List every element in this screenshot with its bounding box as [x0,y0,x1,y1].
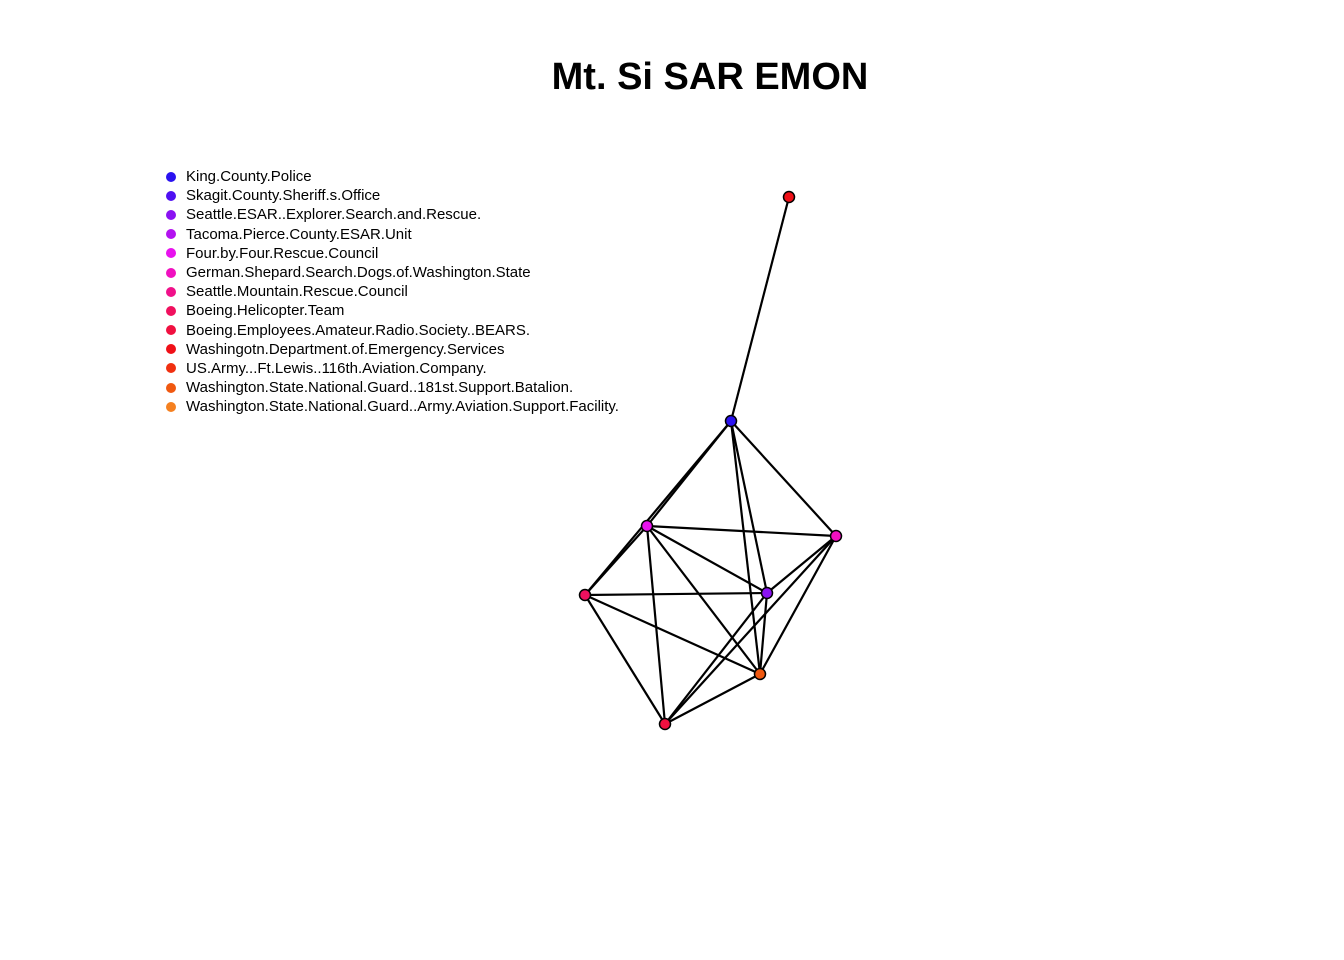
legend-label: Boeing.Helicopter.Team [186,302,345,320]
legend-item: Tacoma.Pierce.County.ESAR.Unit [166,225,619,244]
edge-D-H [664,535,837,725]
edge-D-G [759,535,837,675]
legend-marker [166,325,176,336]
legend-label: German.Shepard.Search.Dogs.of.Washington… [186,264,531,282]
edge-B-E [584,420,732,596]
edge-G-H [664,673,761,725]
node-H [658,717,672,731]
edge-C-D [646,524,837,538]
legend-item: Skagit.County.Sheriff.s.Office [166,186,619,205]
node-A [782,190,796,204]
edge-B-F [729,420,769,594]
legend-marker [166,229,176,240]
legend-marker [166,267,176,278]
legend-item: US.Army...Ft.Lewis..116th.Aviation.Compa… [166,359,619,378]
edge-C-F [646,525,768,594]
legend-item: Boeing.Employees.Amateur.Radio.Society..… [166,321,619,340]
edge-E-F [584,591,768,597]
legend-label: Washington.State.National.Guard..Army.Av… [186,398,619,416]
legend-label: Seattle.ESAR..Explorer.Search.and.Rescue… [186,206,482,224]
node-B [724,414,738,428]
edge-F-G [758,592,769,675]
legend-item: Seattle.ESAR..Explorer.Search.and.Rescue… [166,205,619,224]
legend-marker [166,190,176,201]
legend-item: Boeing.Helicopter.Team [166,301,619,320]
legend-marker [166,382,176,393]
node-E [578,588,592,602]
edge-C-E [584,525,648,596]
legend-marker [166,305,176,316]
node-D [829,529,843,543]
legend-item: Washington.State.National.Guard..181st.S… [166,378,619,397]
edge-C-H [645,525,667,725]
legend-label: King.County.Police [186,168,312,186]
legend-label: Tacoma.Pierce.County.ESAR.Unit [186,225,412,243]
legend-marker [166,344,176,355]
legend-label: Boeing.Employees.Amateur.Radio.Society..… [186,321,531,339]
legend-label: Skagit.County.Sheriff.s.Office [186,187,381,205]
legend-item: King.County.Police [166,167,619,186]
legend-marker [166,209,176,220]
edge-E-G [584,593,761,676]
edge-C-G [646,525,761,675]
edge-D-F [766,535,837,594]
legend-label: Four.by.Four.Rescue.Council [186,244,379,262]
legend-label: Washington.State.National.Guard..181st.S… [186,379,574,397]
edge-B-G [729,420,762,675]
legend-marker [166,248,176,259]
edge-F-H [664,592,768,725]
legend-item: German.Shepard.Search.Dogs.of.Washington… [166,263,619,282]
legend-marker [166,401,176,412]
legend-item: Washington.State.National.Guard..Army.Av… [166,397,619,416]
legend-item: Seattle.Mountain.Rescue.Council [166,282,619,301]
legend-label: Washingotn.Department.of.Emergency.Servi… [186,340,505,358]
edge-A-B [729,196,791,422]
legend-item: Washingotn.Department.of.Emergency.Servi… [166,340,619,359]
node-F [760,586,774,600]
legend-label: Seattle.Mountain.Rescue.Council [186,283,408,301]
legend-marker [166,286,176,297]
legend-label: US.Army...Ft.Lewis..116th.Aviation.Compa… [186,359,487,377]
diagram-title: Mt. Si SAR EMON [551,56,869,98]
node-C [640,519,654,533]
legend-item: Four.by.Four.Rescue.Council [166,244,619,263]
edge-B-D [730,420,837,537]
legend-marker [166,363,176,374]
legend-marker [166,171,176,182]
node-G [753,667,767,681]
edge-E-H [584,594,666,725]
